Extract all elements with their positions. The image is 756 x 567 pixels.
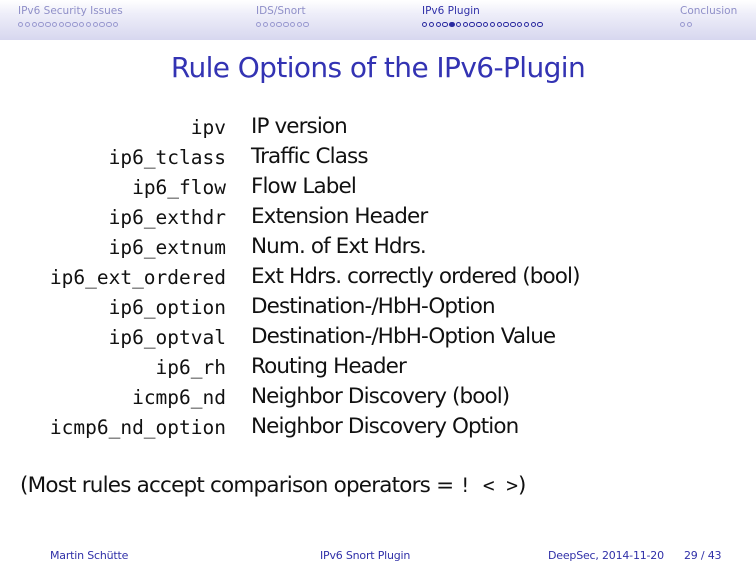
rule-row: icmp6_nd_option Neighbor Discovery Optio…	[0, 414, 756, 444]
rule-option-name: ip6_ext_ordered	[49, 266, 226, 289]
slide-dot[interactable]	[503, 22, 509, 28]
slide-dot[interactable]	[112, 22, 119, 28]
slide-dot[interactable]	[79, 22, 85, 28]
rule-row: ip6_option Destination-/HbH-Option	[0, 294, 756, 324]
slide-dot[interactable]	[686, 22, 693, 28]
slide-dots	[422, 22, 543, 28]
note-operators: ! < >	[459, 474, 519, 497]
footer-event: DeepSec, 2014-11-20	[548, 549, 664, 562]
rule-option-name: ip6_tclass	[108, 146, 226, 169]
nav-section-title: IDS/Snort	[256, 5, 306, 17]
slide-dot[interactable]	[99, 22, 105, 28]
slide-dots	[18, 22, 123, 28]
rule-option-name: icmp6_nd_option	[49, 416, 226, 439]
rule-row: icmp6_nd Neighbor Discovery (bool)	[0, 384, 756, 414]
nav-section-title: IPv6 Plugin	[422, 5, 480, 17]
slide-dot[interactable]	[276, 22, 282, 28]
slide-dot[interactable]	[523, 22, 530, 28]
rule-row: ip6_flow Flow Label	[0, 174, 756, 204]
nav-section-conclusion[interactable]: Conclusion	[680, 5, 738, 28]
slide-dot[interactable]	[262, 22, 269, 28]
slide-dot[interactable]	[476, 22, 482, 28]
slide-dot[interactable]	[269, 22, 275, 28]
rule-option-description: Destination-/HbH-Option Value	[251, 324, 556, 349]
slide-dot[interactable]	[92, 22, 98, 28]
slide-dot[interactable]	[18, 22, 24, 28]
slide-dot[interactable]	[462, 22, 469, 28]
nav-section-ids-snort[interactable]: IDS/Snort	[256, 5, 309, 28]
slide-dots	[680, 22, 737, 28]
footer-title: IPv6 Snort Plugin	[320, 549, 411, 562]
rule-row: ip6_optval Destination-/HbH-Option Value	[0, 324, 756, 354]
rule-row: ip6_extnum Num. of Ext Hdrs.	[0, 234, 756, 264]
slide-dot[interactable]	[283, 22, 289, 28]
nav-section-title: Conclusion	[680, 5, 738, 17]
slide-dot[interactable]	[51, 22, 58, 28]
slide-dot[interactable]	[530, 22, 536, 28]
slide-dot[interactable]	[422, 22, 428, 28]
slide-dot[interactable]	[296, 22, 303, 28]
rule-option-name: ip6_option	[108, 296, 226, 319]
rule-row: ip6_rh Routing Header	[0, 354, 756, 384]
rule-option-name: icmp6_nd	[132, 386, 226, 409]
slide-dot[interactable]	[289, 22, 296, 28]
slide-dot[interactable]	[24, 22, 31, 28]
footer-author: Martin Schütte	[50, 549, 129, 562]
slide-dot[interactable]	[537, 22, 543, 28]
slide-dot[interactable]	[442, 22, 448, 28]
slide-dot[interactable]	[38, 22, 44, 28]
slide-dot[interactable]	[469, 22, 475, 28]
section-navigation-bar: IPv6 Security Issues IDS/Snort IPv6 Plug…	[0, 0, 756, 40]
footer-page-number: 29 / 43	[684, 549, 722, 562]
comparison-operators-note: (Most rules accept comparison operators …	[20, 473, 526, 498]
rule-row: ipv IP version	[0, 114, 756, 144]
slide-dot[interactable]	[58, 22, 65, 28]
rule-option-name: ip6_flow	[132, 176, 226, 199]
slide-dot[interactable]	[256, 22, 262, 28]
slide-dot[interactable]	[303, 22, 309, 28]
rule-row: ip6_tclass Traffic Class	[0, 144, 756, 174]
rule-row: ip6_exthdr Extension Header	[0, 204, 756, 234]
rule-option-description: Neighbor Discovery (bool)	[251, 384, 510, 409]
rule-option-name: ip6_exthdr	[108, 206, 226, 229]
slide-dot[interactable]	[680, 22, 686, 28]
slide-dot[interactable]	[510, 22, 516, 28]
slide-dot[interactable]	[65, 22, 71, 28]
slide-dot[interactable]	[72, 22, 78, 28]
slide-footer: Martin Schütte IPv6 Snort Plugin DeepSec…	[0, 545, 756, 567]
nav-section-ipv6-plugin[interactable]: IPv6 Plugin	[422, 5, 543, 28]
slide-dot[interactable]	[31, 22, 37, 28]
slide-dot[interactable]	[435, 22, 441, 28]
slide-dot[interactable]	[85, 22, 92, 28]
slide-dot[interactable]	[106, 22, 112, 28]
rule-option-description: IP version	[251, 114, 348, 139]
slide-dot[interactable]	[483, 22, 489, 28]
slide-dot[interactable]	[45, 22, 51, 28]
slide-dot[interactable]	[496, 22, 502, 28]
slide-dot[interactable]	[449, 22, 455, 28]
note-prefix: (Most rules accept comparison operators …	[20, 473, 460, 498]
slide-dot[interactable]	[428, 22, 435, 28]
rule-option-name: ip6_rh	[155, 356, 226, 379]
rule-option-description: Ext Hdrs. correctly ordered (bool)	[251, 264, 580, 289]
slide-dot[interactable]	[455, 22, 462, 28]
nav-section-title: IPv6 Security Issues	[18, 5, 123, 17]
rule-option-description: Destination-/HbH-Option	[251, 294, 496, 319]
rule-option-name: ip6_optval	[108, 326, 226, 349]
rule-option-description: Extension Header	[251, 204, 428, 229]
rule-row: ip6_ext_ordered Ext Hdrs. correctly orde…	[0, 264, 756, 294]
slide-dot[interactable]	[489, 22, 496, 28]
slide-dot[interactable]	[516, 22, 523, 28]
rule-option-description: Num. of Ext Hdrs.	[251, 234, 427, 259]
rule-option-description: Neighbor Discovery Option	[251, 414, 519, 439]
slide-title: Rule Options of the IPv6-Plugin	[170, 51, 586, 84]
rule-option-name: ip6_extnum	[108, 236, 226, 259]
note-suffix: )	[518, 473, 526, 498]
rule-option-description: Traffic Class	[251, 144, 369, 169]
rule-option-description: Routing Header	[251, 354, 407, 379]
nav-section-ipv6-security-issues[interactable]: IPv6 Security Issues	[18, 5, 123, 28]
rule-option-name: ipv	[190, 116, 226, 139]
slide-dots	[256, 22, 309, 28]
rule-option-description: Flow Label	[251, 174, 357, 199]
